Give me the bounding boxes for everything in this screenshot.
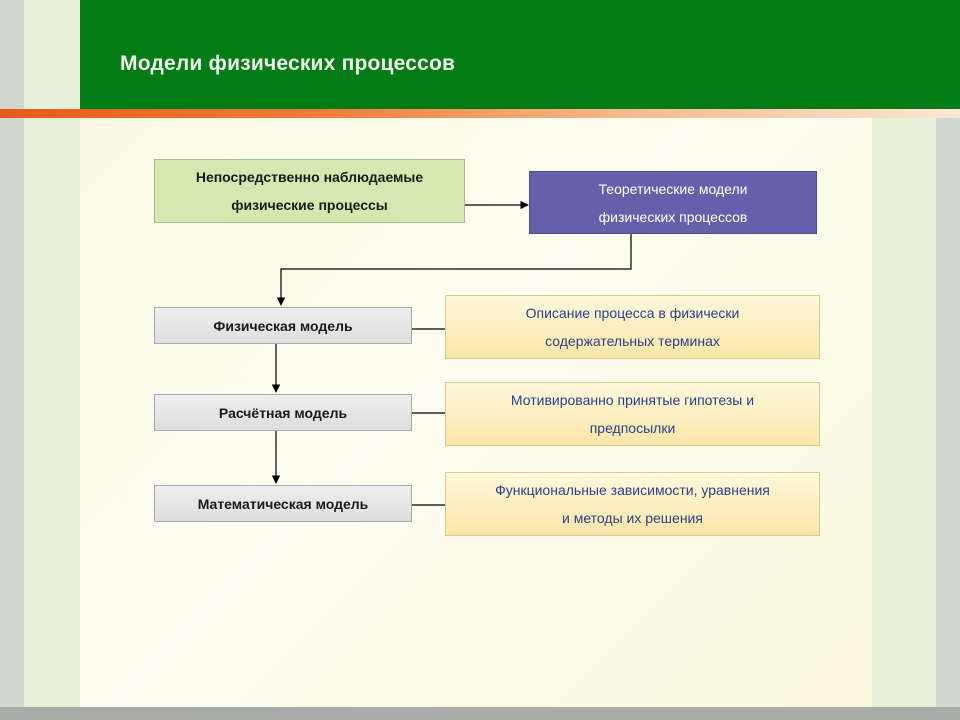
mathematical-model-label: Математическая модель xyxy=(197,495,369,512)
mathematical-model-description: Функциональные зависимости, уравнения и … xyxy=(445,472,820,536)
background-stripe xyxy=(936,0,960,720)
description-line-1: Мотивированно принятые гипотезы и xyxy=(510,392,755,408)
theoretical-models-box: Теоретические модели физических процессо… xyxy=(529,171,817,234)
observed-processes-box: Непосредственно наблюдаемые физические п… xyxy=(154,159,465,223)
mathematical-model-box: Математическая модель xyxy=(154,485,412,522)
bottom-bar xyxy=(0,707,960,720)
description-line-2: и методы их решения xyxy=(562,510,703,526)
computational-model-description: Мотивированно принятые гипотезы и предпо… xyxy=(445,382,820,446)
description-line-1: Функциональные зависимости, уравнения xyxy=(495,482,770,498)
physical-model-box: Физическая модель xyxy=(154,307,412,344)
background-stripe xyxy=(872,0,936,720)
theoretical-models-line-1: Теоретические модели xyxy=(598,180,748,197)
physical-model-description: Описание процесса в физически содержател… xyxy=(445,295,820,359)
observed-processes-line-2: физические процессы xyxy=(231,197,388,213)
observed-processes-line-1: Непосредственно наблюдаемые xyxy=(195,169,424,185)
description-line-1: Описание процесса в физически xyxy=(525,305,740,321)
computational-model-label: Расчётная модель xyxy=(218,404,348,421)
theoretical-models-line-2: физических процессов xyxy=(598,208,748,225)
title-bar xyxy=(80,0,960,109)
background-stripe xyxy=(0,0,24,720)
description-line-2: содержательных терминах xyxy=(545,333,720,349)
background-stripe xyxy=(24,0,80,720)
computational-model-box: Расчётная модель xyxy=(154,394,412,431)
page-title: Модели физических процессов xyxy=(120,52,456,75)
accent-line xyxy=(0,109,960,118)
physical-model-label: Физическая модель xyxy=(213,317,353,334)
description-line-2: предпосылки xyxy=(589,420,676,436)
